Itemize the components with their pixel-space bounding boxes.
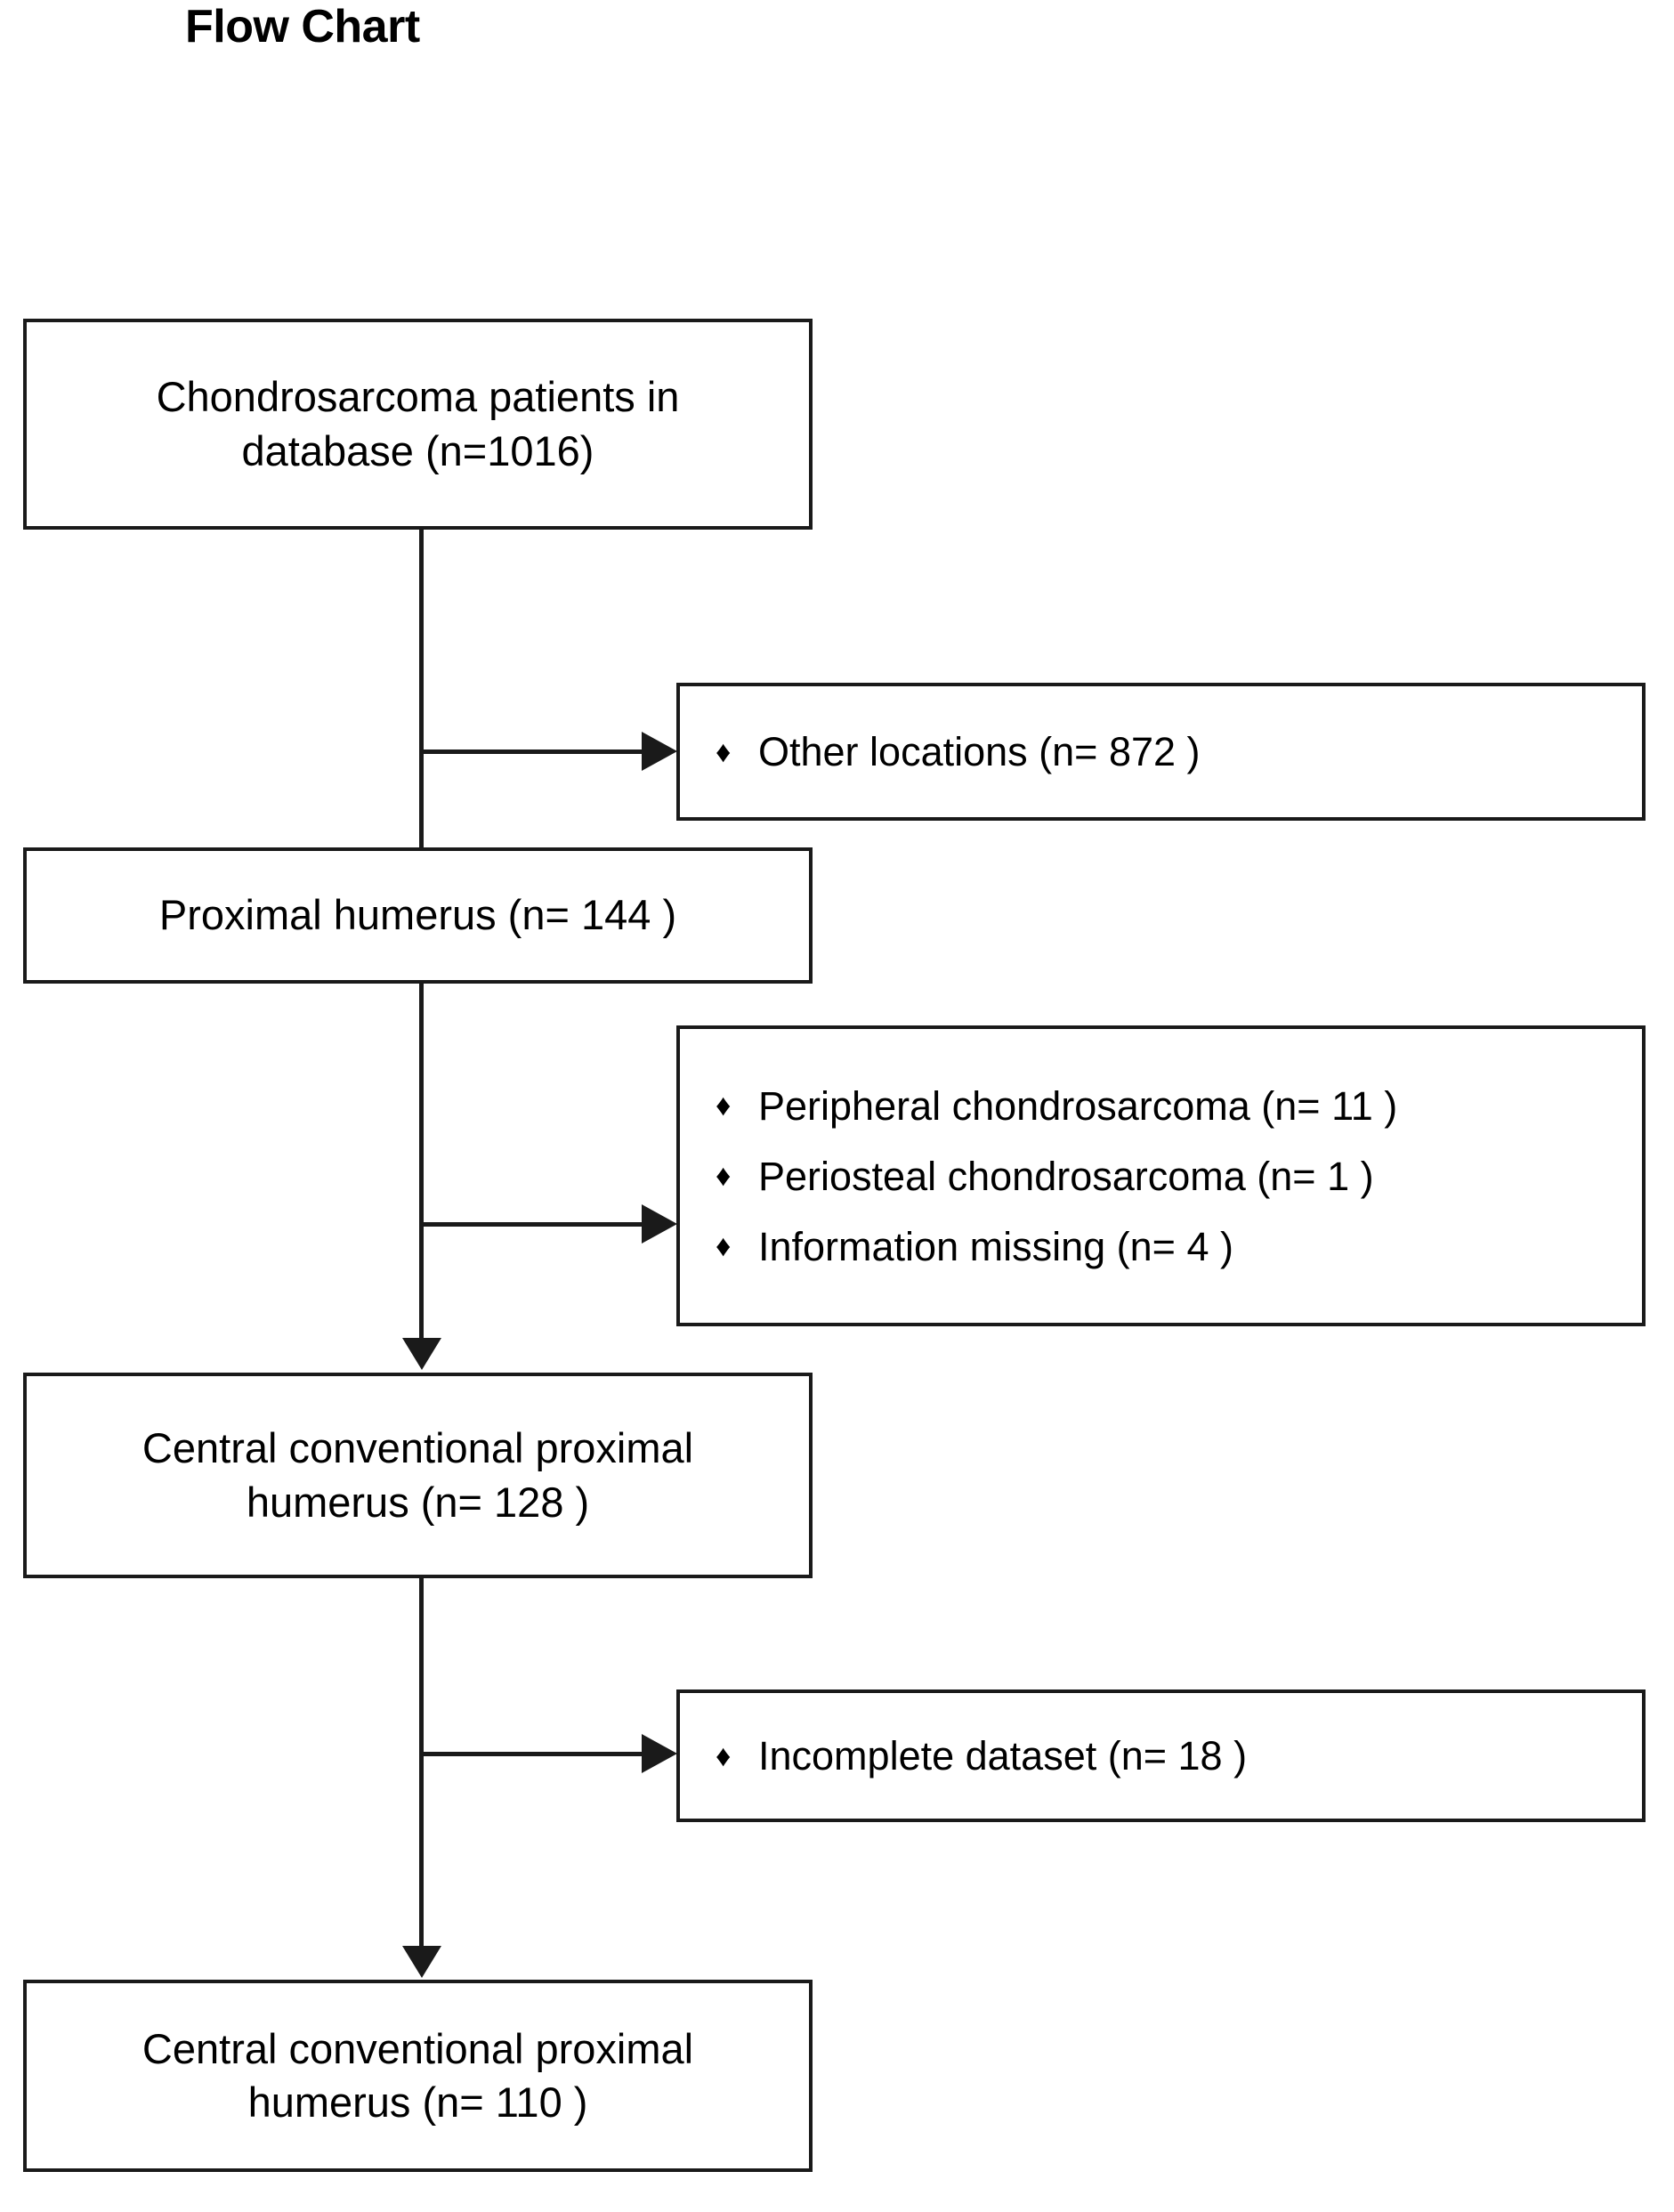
list-item: ♦ Periosteal chondrosarcoma (n= 1 ): [716, 1156, 1642, 1196]
node-proximal-humerus-label: Proximal humerus (n= 144 ): [158, 891, 677, 939]
arrowhead-to-incomplete-dataset: [642, 1734, 677, 1773]
page-title: Flow Chart: [185, 1, 420, 53]
branch-line-to-incomplete-dataset: [419, 1752, 643, 1756]
diamond-bullet-icon: ♦: [716, 734, 732, 769]
connector-proximal-to-central128: [419, 984, 424, 1340]
connector-database-to-proximal: [419, 530, 424, 847]
list-item-label: Information missing (n= 4 ): [758, 1223, 1233, 1269]
arrowhead-to-central110: [402, 1946, 441, 1978]
node-central-conventional-128: Central conventional proximal humerus (n…: [23, 1373, 813, 1578]
node-database-label: Chondrosarcoma patients in database (n=1…: [156, 373, 680, 474]
exclusion-incomplete-dataset-list: ♦ Incomplete dataset (n= 18 ): [680, 1736, 1642, 1776]
list-item-label: Incomplete dataset (n= 18 ): [758, 1733, 1248, 1779]
list-item: ♦ Information missing (n= 4 ): [716, 1227, 1642, 1267]
branch-line-to-subtypes: [419, 1222, 643, 1227]
diamond-bullet-icon: ♦: [716, 1159, 732, 1193]
node-database: Chondrosarcoma patients in database (n=1…: [23, 319, 813, 530]
node-central-conventional-128-label: Central conventional proximal humerus (n…: [142, 1424, 694, 1526]
list-item-label: Peripheral chondrosarcoma (n= 11 ): [758, 1082, 1398, 1129]
list-item: ♦ Other locations (n= 872 ): [716, 732, 1642, 772]
diamond-bullet-icon: ♦: [716, 1738, 732, 1773]
exclusion-incomplete-dataset: ♦ Incomplete dataset (n= 18 ): [676, 1689, 1646, 1822]
node-proximal-humerus: Proximal humerus (n= 144 ): [23, 847, 813, 984]
connector-central128-to-central110: [419, 1578, 424, 1948]
arrowhead-to-subtypes: [642, 1204, 677, 1244]
diamond-bullet-icon: ♦: [716, 1229, 732, 1263]
exclusion-subtypes: ♦ Peripheral chondrosarcoma (n= 11 ) ♦ P…: [676, 1025, 1646, 1326]
list-item-label: Other locations (n= 872 ): [758, 729, 1201, 774]
exclusion-other-locations: ♦ Other locations (n= 872 ): [676, 683, 1646, 821]
exclusion-subtypes-list: ♦ Peripheral chondrosarcoma (n= 11 ) ♦ P…: [680, 1086, 1642, 1267]
list-item: ♦ Incomplete dataset (n= 18 ): [716, 1736, 1642, 1776]
diamond-bullet-icon: ♦: [716, 1089, 732, 1122]
arrowhead-to-central128: [402, 1338, 441, 1370]
arrowhead-to-other-locations: [642, 732, 677, 771]
node-central-conventional-110: Central conventional proximal humerus (n…: [23, 1980, 813, 2172]
list-item: ♦ Peripheral chondrosarcoma (n= 11 ): [716, 1086, 1642, 1126]
exclusion-other-locations-list: ♦ Other locations (n= 872 ): [680, 732, 1642, 772]
node-central-conventional-110-label: Central conventional proximal humerus (n…: [142, 2024, 694, 2126]
list-item-label: Periosteal chondrosarcoma (n= 1 ): [758, 1153, 1374, 1199]
branch-line-to-other-locations: [419, 749, 643, 754]
